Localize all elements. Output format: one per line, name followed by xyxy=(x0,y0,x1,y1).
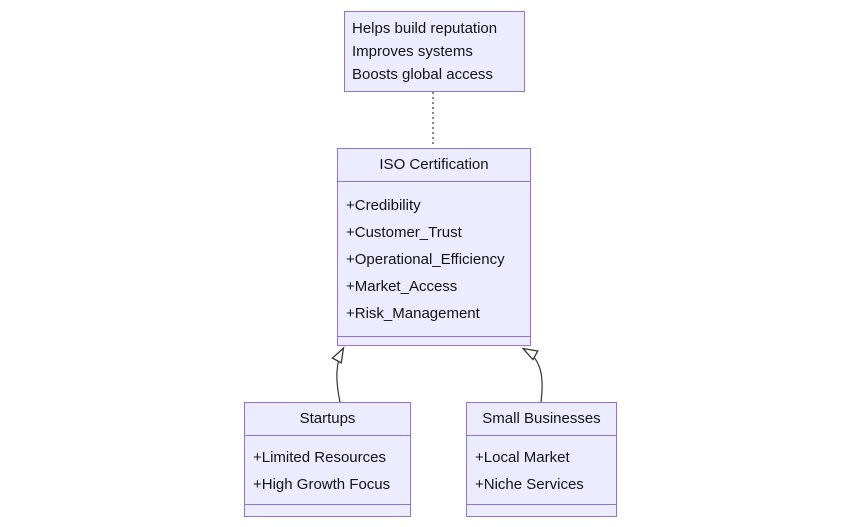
note-line: Helps build reputation xyxy=(352,20,498,37)
class-attribute: +Risk_Management xyxy=(346,305,480,322)
class-attributes: +Local Market +Niche Services xyxy=(467,436,616,505)
class-iso-certification: ISO Certification +Credibility +Customer… xyxy=(337,148,531,346)
note-line: Boosts global access xyxy=(352,66,493,83)
class-title: Startups xyxy=(245,403,410,436)
class-attribute: +High Growth Focus xyxy=(253,476,391,493)
note-line: Improves systems xyxy=(352,43,473,60)
note-iso-benefits: Helps build reputation Improves systems … xyxy=(344,11,525,92)
class-attribute: +Niche Services xyxy=(475,476,584,493)
class-attribute: +Customer_Trust xyxy=(346,224,462,241)
edge-inheritance-startups xyxy=(331,346,345,403)
class-title: Small Businesses xyxy=(467,403,616,436)
class-attribute: +Credibility xyxy=(346,197,421,214)
class-startups: Startups +Limited Resources +High Growth… xyxy=(244,402,411,517)
class-attribute: +Operational_Efficiency xyxy=(346,251,505,268)
class-methods-empty xyxy=(338,337,530,345)
class-attributes: +Limited Resources +High Growth Focus xyxy=(245,436,410,505)
class-methods-empty xyxy=(467,505,616,516)
class-attribute: +Local Market xyxy=(475,449,570,466)
edge-inheritance-small-businesses xyxy=(521,347,543,403)
class-title: ISO Certification xyxy=(338,149,530,182)
class-attributes: +Credibility +Customer_Trust +Operationa… xyxy=(338,182,530,337)
class-attribute: +Limited Resources xyxy=(253,449,386,466)
class-attribute: +Market_Access xyxy=(346,278,458,295)
class-methods-empty xyxy=(245,505,410,516)
class-small-businesses: Small Businesses +Local Market +Niche Se… xyxy=(466,402,617,517)
